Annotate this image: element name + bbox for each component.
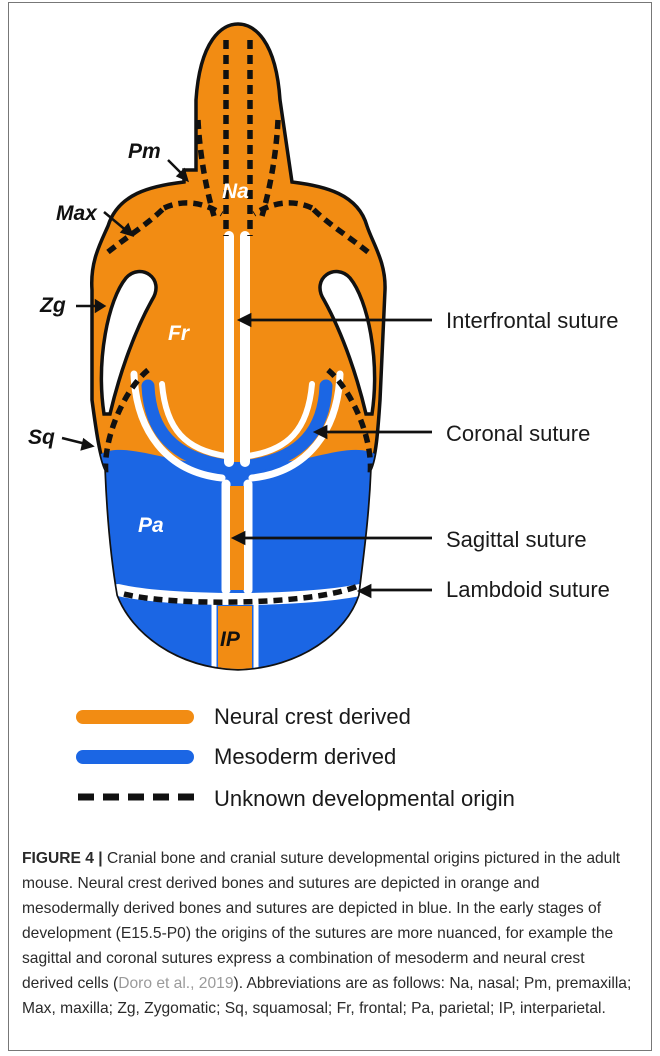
caption-text-before: Cranial bone and cranial suture developm… bbox=[22, 850, 620, 992]
bone-label-sq: Sq bbox=[28, 426, 55, 449]
bone-label-na: Na bbox=[222, 180, 249, 203]
legend-label-unknown: Unknown developmental origin bbox=[214, 786, 515, 811]
legend-label-mesoderm: Mesoderm derived bbox=[214, 744, 396, 769]
bone-label-ip: IP bbox=[220, 628, 241, 651]
legend: Neural crest derived Mesoderm derived Un… bbox=[76, 704, 515, 811]
skull-diagram: Na Pm Max Zg Fr Sq Pa IP Interfrontal su… bbox=[0, 0, 660, 840]
coronal-suture-label: Coronal suture bbox=[446, 421, 590, 446]
bone-label-fr: Fr bbox=[168, 322, 191, 345]
bone-label-max: Max bbox=[56, 202, 98, 225]
lambdoid-suture-label: Lambdoid suture bbox=[446, 577, 610, 602]
bone-label-zg: Zg bbox=[39, 294, 66, 317]
sagittal-suture-label: Sagittal suture bbox=[446, 527, 587, 552]
figure-caption: FIGURE 4 | Cranial bone and cranial sutu… bbox=[22, 846, 640, 1021]
skull bbox=[90, 24, 390, 690]
suture-labels: Interfrontal suture Coronal suture Sagit… bbox=[446, 308, 618, 602]
caption-label: FIGURE 4 | bbox=[22, 850, 103, 867]
legend-swatch-mesoderm bbox=[76, 750, 194, 764]
bone-label-pm: Pm bbox=[128, 140, 161, 163]
bone-label-pa: Pa bbox=[138, 514, 164, 537]
legend-label-neural-crest: Neural crest derived bbox=[214, 704, 411, 729]
interfrontal-suture-label: Interfrontal suture bbox=[446, 308, 618, 333]
legend-swatch-neural-crest bbox=[76, 710, 194, 724]
caption-citation-link[interactable]: Doro et al., 2019 bbox=[118, 975, 233, 992]
